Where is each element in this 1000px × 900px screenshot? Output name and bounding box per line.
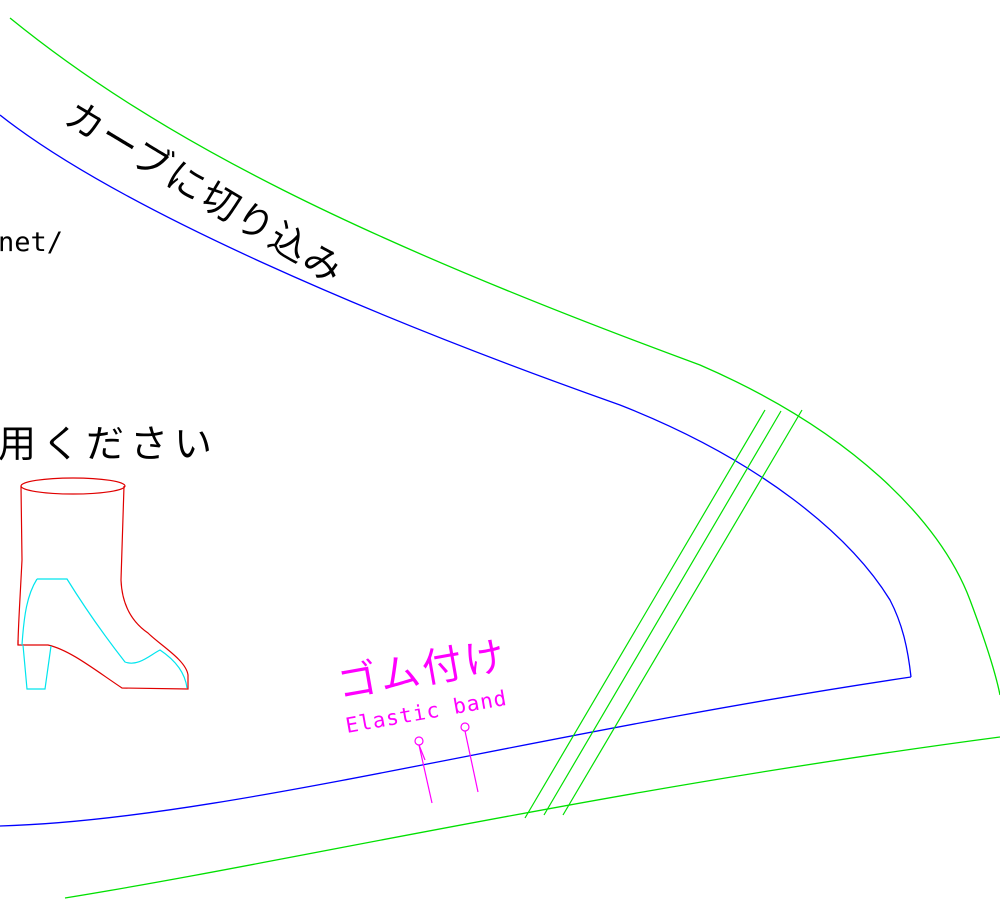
- stitch-line-bottom: [0, 676, 912, 827]
- outer-cutting-line-top: [9, 17, 1000, 696]
- join-line-2: [543, 410, 782, 816]
- boot-icon: [17, 477, 189, 690]
- stitch-line-top: [0, 114, 912, 678]
- join-line-1: [524, 409, 766, 819]
- pin-icon: [460, 722, 479, 793]
- outer-cutting-line-bottom: [64, 736, 1000, 899]
- usage-note-label: 用ください: [0, 422, 218, 466]
- pin-icon: [414, 736, 433, 804]
- join-line-3: [562, 409, 803, 816]
- url-fragment-label: net/: [0, 227, 63, 258]
